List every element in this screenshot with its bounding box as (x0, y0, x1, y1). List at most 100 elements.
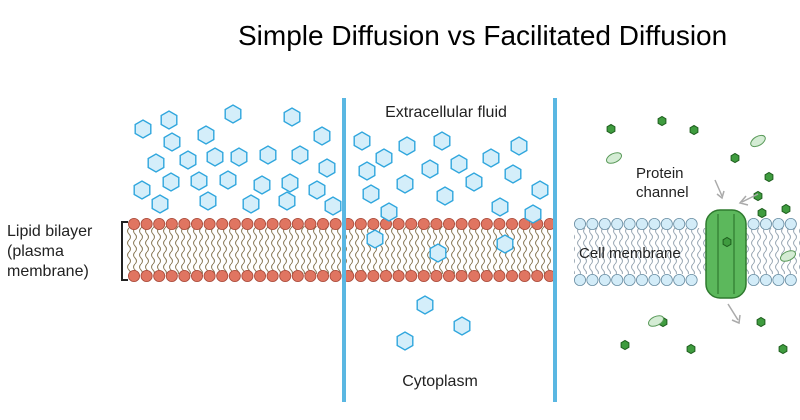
label-protein-channel-2: channel (636, 184, 689, 201)
green-molecule (606, 123, 616, 135)
hexagon-molecule (398, 136, 416, 156)
phospholipid-head (417, 269, 430, 282)
hexagon-molecule (396, 174, 414, 194)
phospholipid-head (241, 269, 254, 282)
phospholipid-head (760, 273, 773, 286)
hexagon-molecule (147, 153, 165, 173)
hexagon-molecule (324, 196, 342, 216)
phospholipid-head (291, 217, 304, 230)
phospholipid-head (442, 269, 455, 282)
hexagon-molecule (375, 148, 393, 168)
phospholipid-head (127, 217, 140, 230)
green-molecule (686, 343, 696, 355)
phospholipid-head (253, 269, 266, 282)
hexagon-molecule (429, 243, 447, 263)
phospholipid-head (165, 217, 178, 230)
phospholipid-head (636, 217, 649, 230)
phospholipid-head (216, 269, 229, 282)
phospholipid-head (468, 217, 481, 230)
green-molecule (730, 152, 740, 164)
phospholipid-head (685, 217, 698, 230)
phospholipid-head (574, 217, 587, 230)
phospholipid-head (304, 269, 317, 282)
phospholipid-head (531, 269, 544, 282)
lipid-bracket (121, 221, 128, 281)
label-cell-membrane: Cell membrane (579, 245, 681, 262)
label-protein-channel-1: Protein (636, 165, 684, 182)
green-molecule (753, 190, 763, 202)
hexagon-molecule (366, 229, 384, 249)
hexagon-molecule (206, 147, 224, 167)
phospholipid-head (178, 269, 191, 282)
green-molecule (620, 339, 630, 351)
phospholipid-head (784, 217, 797, 230)
phospholipid-head (493, 269, 506, 282)
hexagon-molecule (362, 184, 380, 204)
phospholipid-head (747, 217, 760, 230)
phospholipid-head (392, 269, 405, 282)
hexagon-molecule (199, 191, 217, 211)
label-lipid-bilayer-1: Lipid bilayer (7, 223, 93, 240)
phospholipid-head (367, 269, 380, 282)
label-extracellular-fluid: Extracellular fluid (385, 104, 507, 121)
phospholipid-head (279, 217, 292, 230)
hexagon-molecule (436, 186, 454, 206)
slide-title: Simple Diffusion vs Facilitated Diffusio… (238, 20, 728, 51)
hexagon-molecule (283, 107, 301, 127)
phospholipid-head (430, 217, 443, 230)
phospholipid-head (648, 217, 661, 230)
phospholipid-head (165, 269, 178, 282)
flow-arrows (714, 179, 759, 325)
phospholipid-head (636, 273, 649, 286)
green-molecule (689, 124, 699, 136)
hexagon-molecule (491, 197, 509, 217)
oval-molecule (750, 134, 766, 148)
phospholipid-head (598, 273, 611, 286)
phospholipid-head (405, 217, 418, 230)
phospholipid-head (648, 273, 661, 286)
phospholipid-head (228, 269, 241, 282)
hexagon-molecule (450, 154, 468, 174)
hexagon-molecule (531, 180, 549, 200)
phospholipid-head (493, 217, 506, 230)
hexagon-molecule (496, 234, 514, 254)
phospholipid-head (304, 217, 317, 230)
phospholipid-head (241, 217, 254, 230)
hexagon-molecules (133, 104, 549, 351)
phospholipid-head (455, 217, 468, 230)
phospholipid-head (291, 269, 304, 282)
protein-channel (705, 209, 747, 299)
hexagon-molecule (259, 145, 277, 165)
lipid-tails-left (127, 226, 555, 274)
hexagon-molecule (396, 331, 414, 351)
phospholipid-head (367, 217, 380, 230)
green-molecule (657, 115, 667, 127)
phospholipid-heads-left (127, 217, 556, 282)
phospholipid-head (747, 273, 760, 286)
oval-molecule (648, 315, 664, 327)
hexagon-molecule (230, 147, 248, 167)
phospholipid-head (316, 269, 329, 282)
phospholipid-head (392, 217, 405, 230)
phospholipid-head (480, 217, 493, 230)
phospholipid-head (279, 269, 292, 282)
hexagon-molecule (134, 119, 152, 139)
hexagon-molecule (421, 159, 439, 179)
hexagon-molecule (278, 191, 296, 211)
phospholipid-head (784, 273, 797, 286)
hexagon-molecule (358, 161, 376, 181)
hexagon-molecule (318, 158, 336, 178)
phospholipid-head (203, 269, 216, 282)
phospholipid-head (623, 273, 636, 286)
phospholipid-head (203, 217, 216, 230)
phospholipid-head (518, 269, 531, 282)
phospholipid-head (685, 273, 698, 286)
hexagon-molecule (504, 164, 522, 184)
oval-molecule (780, 250, 796, 262)
hexagon-molecule (281, 173, 299, 193)
phospholipid-head (153, 217, 166, 230)
phospholipid-head (266, 217, 279, 230)
hexagon-molecule (510, 136, 528, 156)
phospholipid-head (153, 269, 166, 282)
